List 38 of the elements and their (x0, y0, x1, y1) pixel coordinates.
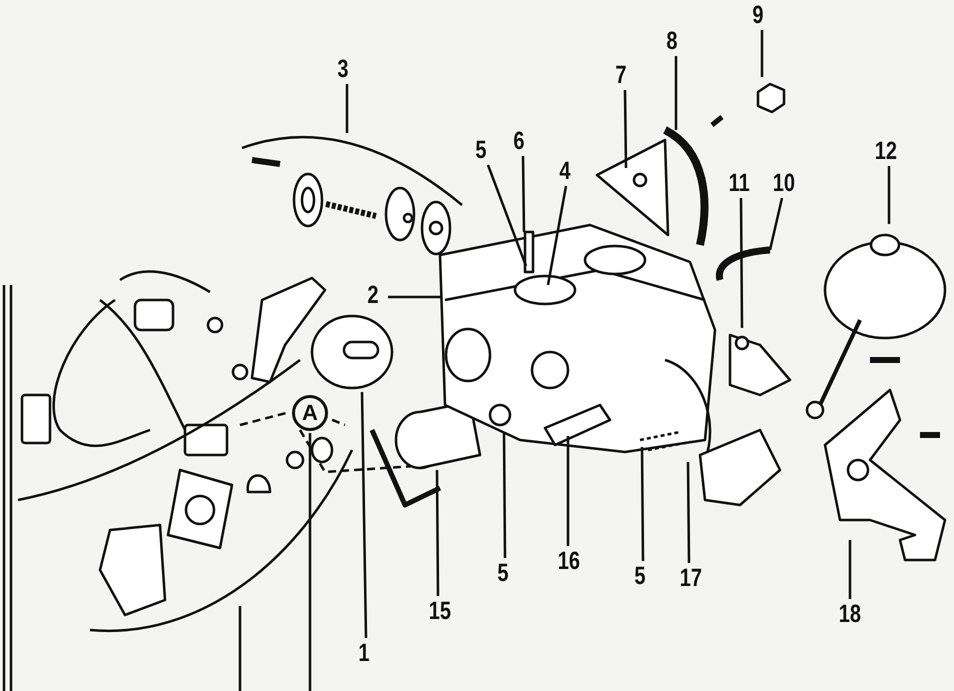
callout-number: 5 (634, 563, 646, 589)
callout-number: 5 (497, 560, 509, 586)
callout-number: 11 (728, 170, 750, 196)
leader-line (674, 56, 678, 130)
leader-line (888, 166, 890, 224)
leader-line (346, 84, 348, 133)
callout-number: 17 (680, 565, 702, 591)
leader-line (502, 432, 506, 558)
callout-number: 6 (513, 128, 525, 154)
callout-number: 3 (337, 56, 349, 82)
callout-number: 15 (428, 598, 452, 624)
callout-number: 4 (559, 158, 571, 184)
callout-number: 10 (772, 170, 796, 196)
leader-line (486, 164, 528, 266)
leader-line (740, 198, 744, 328)
leader-line (760, 30, 764, 77)
leader-line (308, 433, 312, 691)
callout-number: 18 (838, 601, 862, 627)
leader-line (360, 392, 368, 638)
leader-line (436, 470, 440, 596)
callout-number: 5 (475, 137, 487, 163)
callout-number: 12 (874, 138, 898, 164)
leader-line (686, 462, 690, 564)
leader-line (522, 156, 526, 232)
callout-number: 9 (752, 2, 764, 28)
leader-line (848, 540, 852, 599)
callout-number: 8 (666, 28, 678, 54)
leader-line (768, 198, 784, 250)
callout-letter: A (292, 395, 328, 431)
leader-line (640, 446, 644, 562)
callout-number: 16 (558, 548, 580, 574)
callout-number: 7 (615, 62, 627, 88)
callout-number: 1 (358, 640, 370, 666)
leader-line (388, 296, 442, 298)
callout-number: 2 (367, 282, 379, 308)
leader-line (624, 90, 628, 168)
leader-line (566, 436, 570, 546)
leader-line (546, 186, 568, 286)
